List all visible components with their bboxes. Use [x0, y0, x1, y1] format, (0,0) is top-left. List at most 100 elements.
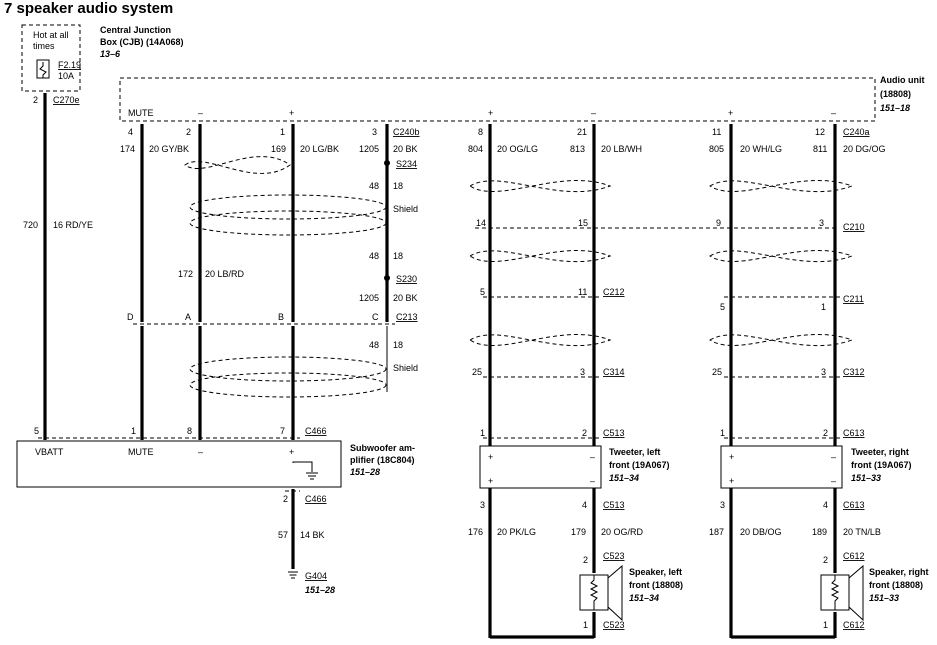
tweeter-right-out-conn: C613 [843, 500, 865, 510]
circuit-811: 811 [813, 144, 827, 154]
c213-pin-c: C [372, 312, 379, 322]
tweeter-right-plus-2: + [729, 476, 734, 486]
shield-label: Shield [393, 204, 418, 214]
circuit-804: 804 [468, 144, 483, 154]
subwoofer-amplifier: VBATT MUTE – + Subwoofer am- plifier (18… [16, 440, 415, 595]
tweeter-left-out-pin-4: 4 [582, 500, 587, 510]
pin-2: 2 [186, 127, 191, 137]
sub-minus-label: – [198, 447, 203, 457]
right-front-channel: 11 12 805 20 WH/LG 811 20 DG/OG 9 3 C210… [709, 124, 929, 639]
tweeter-left-out-conn: C513 [603, 500, 625, 510]
c466-pin-1: 1 [131, 426, 136, 436]
connector-c312: C312 [843, 367, 865, 377]
wire-189: 189 [812, 527, 827, 537]
s230-circuit-1205: 1205 [359, 293, 379, 303]
pin-4: 4 [128, 127, 133, 137]
tweeter-left-name-1: Tweeter, left [609, 447, 660, 457]
connector-c213: C213 [396, 312, 418, 322]
spec-tn-lb: 20 TN/LB [843, 527, 881, 537]
tweeter-left-out-pin-3: 3 [480, 500, 485, 510]
c212-pin-5: 5 [480, 287, 485, 297]
twisted-pair-icon [709, 334, 854, 347]
c213-pin-a: A [185, 312, 191, 322]
connector-c466: C466 [305, 426, 327, 436]
spec-db-og: 20 DB/OG [740, 527, 782, 537]
power-circuit: 720 [23, 220, 38, 230]
lb-rd-spec: 20 LB/RD [205, 269, 245, 279]
cjb-ref: 13–6 [100, 49, 121, 59]
connector-c210: C210 [843, 222, 865, 232]
spec-og-lg: 20 OG/LG [497, 144, 538, 154]
audio-minus-label-3: – [831, 108, 836, 118]
twisted-pair-icon [709, 250, 854, 263]
twisted-pair-icon [709, 180, 854, 193]
lb-rd-circuit: 172 [178, 269, 193, 279]
central-junction-box: Hot at all times F2.19 10A Central Junct… [21, 24, 184, 105]
shield-bottom-icon [189, 210, 387, 236]
circuit-169: 169 [271, 144, 286, 154]
audio-plus-label-3: + [728, 108, 733, 118]
tweeter-right-minus-2: – [831, 476, 836, 486]
c466-pin-8: 8 [187, 426, 192, 436]
speaker-left-conn: C523 [603, 551, 625, 561]
s230-spec: 18 [393, 251, 403, 261]
spec-wh-lg: 20 WH/LG [740, 144, 782, 154]
connector-c212: C212 [603, 287, 625, 297]
s230-circuit: 48 [369, 251, 379, 261]
tweeter-left-box [479, 445, 602, 489]
c213-pin-d: D [127, 312, 134, 322]
speaker-right-top-pin: 2 [823, 555, 828, 565]
ground-spec: 14 BK [300, 530, 325, 540]
lower-shield-bottom-icon [189, 372, 387, 398]
sub-vbatt-label: VBATT [35, 447, 64, 457]
fuse-element-icon [39, 62, 47, 78]
speaker-left-coil-icon [589, 575, 599, 610]
c513-pin-2: 2 [582, 428, 587, 438]
spec-pk-lg: 20 PK/LG [497, 527, 536, 537]
audio-mute-label: MUTE [128, 108, 154, 118]
splice-s230: S230 [396, 274, 417, 284]
connector-c240a: C240a [843, 127, 870, 137]
circuit-805: 805 [709, 144, 724, 154]
tweeter-right-plus-1: + [729, 452, 734, 462]
wire-176: 176 [468, 527, 483, 537]
c212-pin-11: 11 [578, 287, 587, 297]
spec-gy-bk: 20 GY/BK [149, 144, 189, 154]
tweeter-right-minus-1: – [831, 452, 836, 462]
c210-pin-9: 9 [716, 218, 721, 228]
audio-unit-name-1: Audio unit [880, 75, 925, 85]
c314-pin-3: 3 [580, 367, 585, 377]
sub-out-pin: 2 [283, 494, 288, 504]
fuse-label: F2.19 [58, 60, 81, 70]
s230-spec-bk: 20 BK [393, 293, 418, 303]
audio-unit-ref: 151–18 [880, 103, 910, 113]
speaker-right-coil-icon [830, 575, 840, 610]
pin-12: 12 [815, 127, 825, 137]
s234-spec: 18 [393, 181, 403, 191]
spec-lg-bk: 20 LG/BK [300, 144, 339, 154]
audio-plus-label-1: + [289, 108, 294, 118]
tweeter-right-out-pin-4: 4 [823, 500, 828, 510]
ground-circuit: 57 [278, 530, 288, 540]
subwoofer-ref: 151–28 [350, 467, 380, 477]
tweeter-left-plus-1: + [488, 452, 493, 462]
tweeter-left-ref: 151–34 [609, 473, 639, 483]
c213-pin-b: B [278, 312, 284, 322]
pin-8: 8 [478, 127, 483, 137]
speaker-left-conn-bottom: C523 [603, 620, 625, 630]
cjb-name-1: Central Junction [100, 25, 171, 35]
ground-g404: G404 [305, 571, 327, 581]
c613-pin-2: 2 [823, 428, 828, 438]
speaker-left-name-1: Speaker, left [629, 567, 682, 577]
connector-c240b: C240b [393, 127, 420, 137]
tweeter-right-ref: 151–33 [851, 473, 881, 483]
audio-unit-name-2: (18808) [880, 89, 911, 99]
left-front-channel: 8 21 804 20 OG/LG 813 20 LB/WH 14 15 5 1… [468, 124, 835, 639]
circuit-174: 174 [120, 144, 135, 154]
cjb-hot-text-2: times [33, 41, 55, 51]
tweeter-left-minus-1: – [590, 452, 595, 462]
lower-shield-top-icon [189, 356, 387, 382]
speaker-left-name-2: front (18808) [629, 580, 683, 590]
c210-pin-15: 15 [578, 218, 588, 228]
